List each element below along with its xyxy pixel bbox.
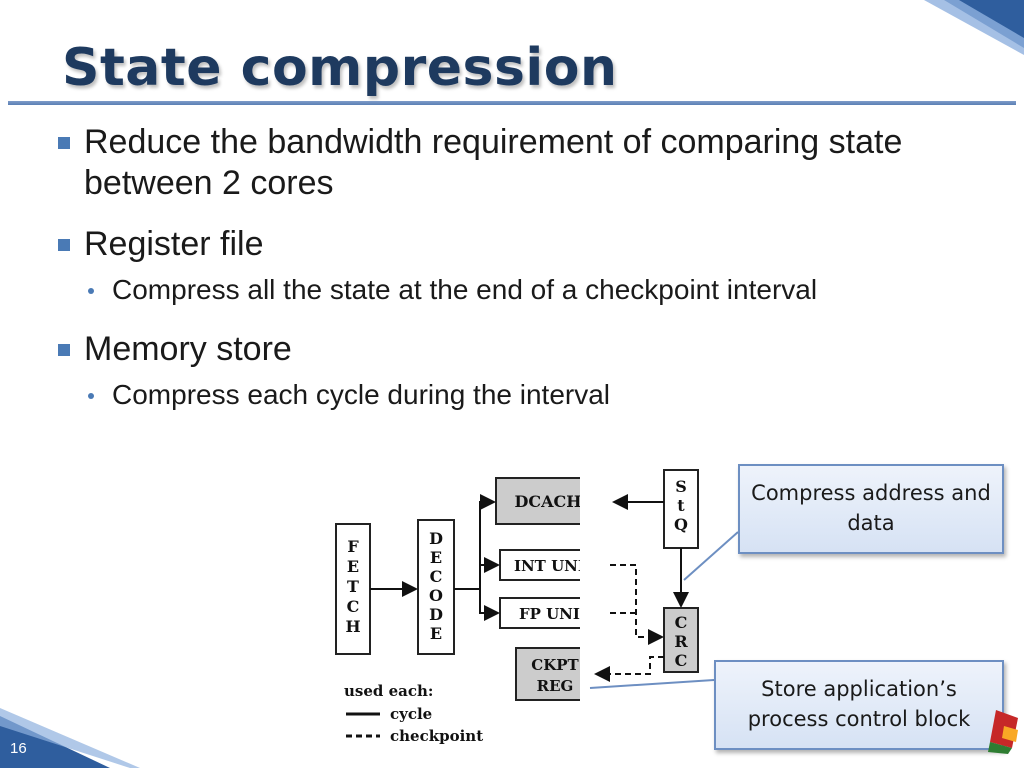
- bullet-item: Reduce the bandwidth requirement of comp…: [58, 122, 998, 204]
- bullet-list: Reduce the bandwidth requirement of comp…: [58, 122, 998, 434]
- title-underline: [8, 101, 1016, 105]
- callout-store-pcb: Store application’s process control bloc…: [714, 660, 1004, 750]
- bullet-item: Memory store: [58, 329, 998, 370]
- ckpt-label-line1: CKPT: [531, 656, 579, 674]
- corner-decoration-bottom-left: [0, 708, 140, 768]
- slide-title: State compression: [62, 38, 618, 98]
- logo-icon: [988, 710, 1018, 754]
- ckpt-label-line2: REG: [537, 677, 574, 695]
- stq-box: [663, 469, 699, 549]
- dcache-label: DCACHE: [514, 492, 580, 511]
- decode-box: [417, 519, 455, 655]
- legend-cycle: cycle: [390, 705, 432, 723]
- crc-box: [663, 607, 699, 673]
- bullet-item: Register file: [58, 224, 998, 265]
- int-unit-label: INT UNIT: [514, 557, 580, 575]
- callout-compress-address: Compress address and data: [738, 464, 1004, 554]
- legend-title: used each:: [344, 682, 433, 700]
- sub-bullet-item: Compress all the state at the end of a c…: [58, 273, 998, 307]
- page-number: 16: [10, 740, 27, 757]
- fetch-box: [335, 523, 371, 655]
- svg-text:CRC: CRC: [674, 613, 688, 670]
- fp-unit-label: FP UNIT: [519, 605, 580, 623]
- legend-checkpoint: checkpoint: [390, 727, 483, 745]
- sub-bullet-item: Compress each cycle during the interval: [58, 378, 998, 412]
- svg-text:StQ: StQ: [674, 477, 688, 534]
- corner-decoration-top-right: [924, 0, 1024, 55]
